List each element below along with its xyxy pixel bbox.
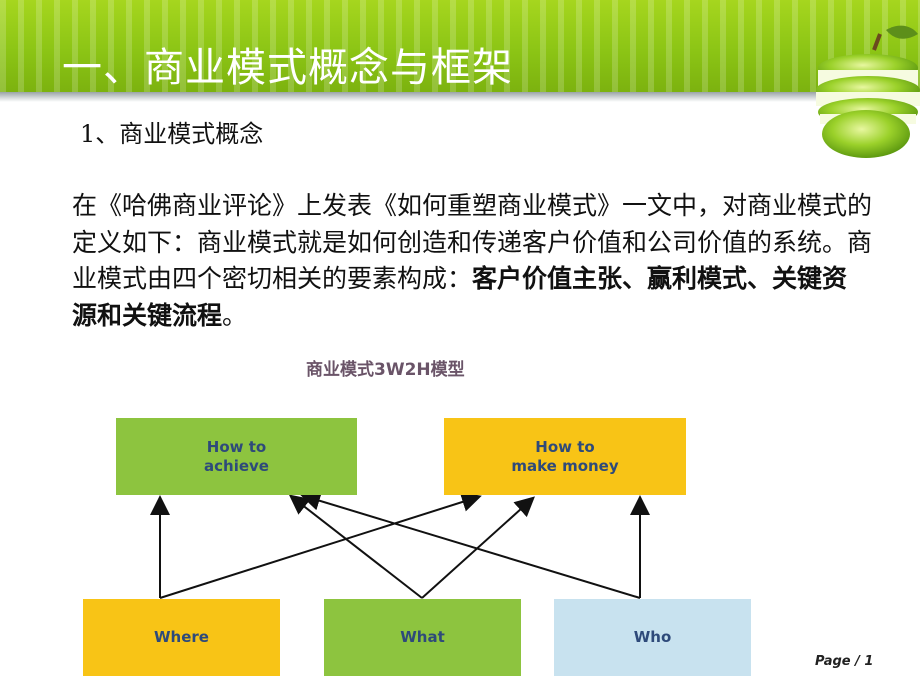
box-who: Who <box>554 599 751 676</box>
paragraph-lead-text: 在《哈佛商业评论》上发表《如何重塑商业模式》一文中，对商业模式的定义如下：商业模… <box>72 191 873 293</box>
slide-title: 一、商业模式概念与框架 <box>62 45 513 91</box>
green-apple-icon <box>816 25 920 158</box>
page-number: Page / 1 <box>815 654 874 669</box>
definition-paragraph: 在《哈佛商业评论》上发表《如何重塑商业模式》一文中，对商业模式的定义如下：商业模… <box>72 188 872 334</box>
box-what: What <box>324 599 521 676</box>
box-where: Where <box>83 599 280 676</box>
paragraph-emphasis-text: 客户价值主张、赢利模式、关键资源和关键流程 <box>72 264 848 330</box>
box-how-to-make-money: How to make money <box>444 418 686 495</box>
arrow-what-to-achieve <box>288 494 423 599</box>
title-banner <box>0 0 920 92</box>
section-subheading: 1、商业模式概念 <box>80 120 264 148</box>
arrow-where-to-money <box>159 492 482 599</box>
paragraph-end-text: 。 <box>222 300 248 330</box>
diagram-title: 商业模式3W2H模型 <box>306 360 465 380</box>
arrow-who-to-achieve <box>300 491 641 599</box>
box-how-to-achieve: How to achieve <box>116 418 357 495</box>
banner-texture <box>0 0 920 92</box>
banner-shadow <box>0 92 920 102</box>
